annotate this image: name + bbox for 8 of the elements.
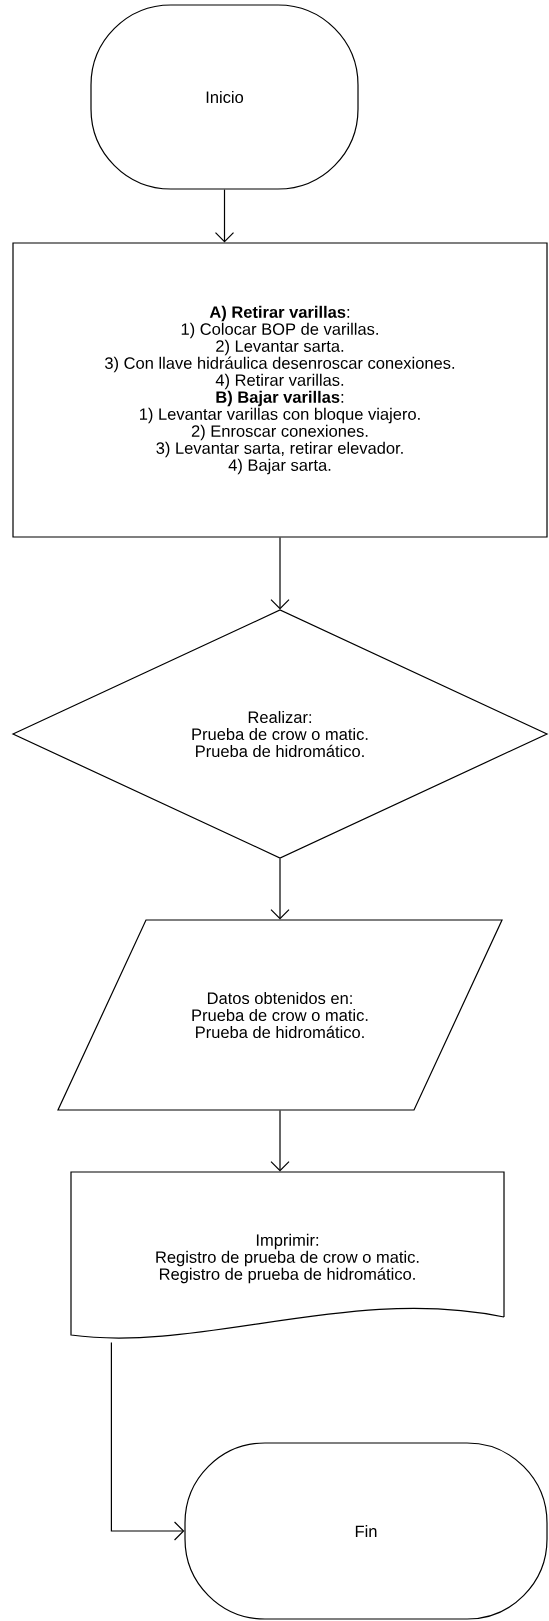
- arrow: [270, 537, 290, 610]
- process-box: A) Retirar varillas: 1) Colocar BOP de varillas. 2) Levantar sarta. 3) Con llave hidráulica desenroscar conexiones. 4) Retirar varillas. B) Bajar varillas: 1) Levantar varillas con bloque viajero. 2) Enroscar conexiones. 3) Levantar sarta, retirar elevador. 4) Bajar sarta.: [12, 242, 548, 538]
- document-shape: Imprimir: Registro de prueba de crow o matic. Registro de prueba de hidromático.: [70, 1171, 505, 1339]
- arrow: [110, 1342, 185, 1541]
- arrow: [214, 189, 235, 243]
- arrow: [270, 1110, 290, 1172]
- arrow: [270, 858, 290, 920]
- data-parallelogram: Datos obtenidos en: Prueba de crow o matic. Prueba de hidromático.: [57, 919, 503, 1111]
